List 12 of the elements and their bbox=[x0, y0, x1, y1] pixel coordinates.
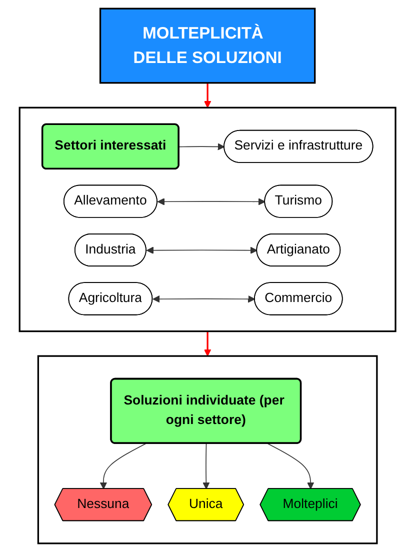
arrow bbox=[202, 443, 210, 490]
arrow bbox=[146, 246, 258, 254]
arrow bbox=[178, 143, 225, 150]
arrow bbox=[204, 331, 212, 356]
arrow bbox=[157, 198, 266, 206]
node-box: MOLTEPLICITÀ DELLE SOLUZIONI bbox=[99, 8, 316, 84]
cluster bbox=[37, 355, 378, 544]
arrow bbox=[204, 82, 212, 108]
cluster bbox=[18, 106, 396, 332]
arrow bbox=[267, 443, 314, 490]
arrow bbox=[100, 443, 146, 490]
arrow bbox=[152, 295, 256, 303]
